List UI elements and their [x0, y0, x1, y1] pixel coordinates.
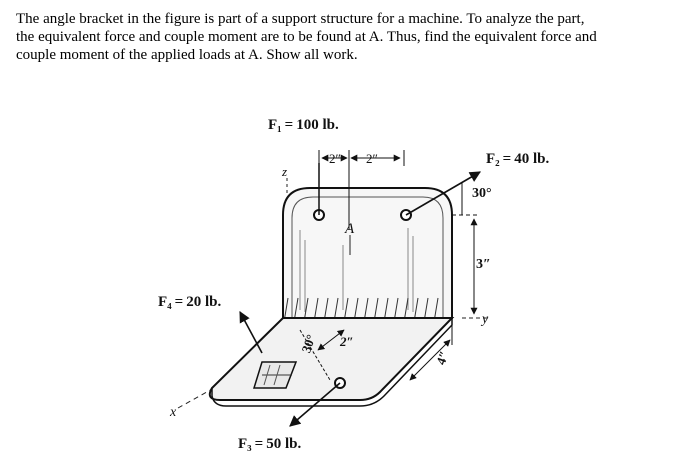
f4-force-arrow — [239, 311, 263, 354]
dim-base-2-line — [317, 329, 345, 351]
f2-force-arrow — [405, 171, 481, 216]
vertical-plate-edge — [291, 196, 444, 318]
problem-statement: The angle bracket in the figure is part … — [16, 10, 680, 64]
y-axis-label: y — [480, 312, 489, 327]
dim-vertical-label: 3″ — [476, 257, 491, 272]
f2-label: F₂ = 40 lb. — [486, 151, 549, 167]
problem-line-2: the equivalent force and couple moment a… — [16, 29, 597, 45]
f4-label: F₄ = 20 lb. — [158, 294, 221, 310]
dim-top-left-label: 2″ — [329, 151, 341, 166]
base-plate — [208, 317, 455, 401]
dim-base-4-line — [409, 339, 451, 381]
base-plate-front — [211, 318, 453, 407]
vertical-plate — [282, 187, 453, 319]
dim-base-2-label: 2″ — [339, 334, 354, 349]
x-axis — [177, 377, 233, 409]
f3-block — [252, 361, 298, 389]
dim-base-4-label: 4″ — [433, 349, 452, 367]
f3-force-arrow — [289, 382, 341, 427]
f3-angle-label: 30° — [298, 332, 318, 354]
problem-line-1: The angle bracket in the figure is part … — [16, 11, 585, 27]
problem-line-3: couple moment of the applied loads at A.… — [16, 47, 358, 63]
f1-label: F₁ = 100 lb. — [268, 117, 339, 133]
x-axis-label: x — [169, 405, 177, 420]
f2-angle-label: 30° — [472, 186, 492, 201]
dim-top-right-label: 2″ — [366, 151, 378, 166]
z-axis-label: z — [281, 164, 287, 179]
f3-label: F₃ = 50 lb. — [238, 436, 301, 452]
plate-shading — [299, 228, 414, 312]
